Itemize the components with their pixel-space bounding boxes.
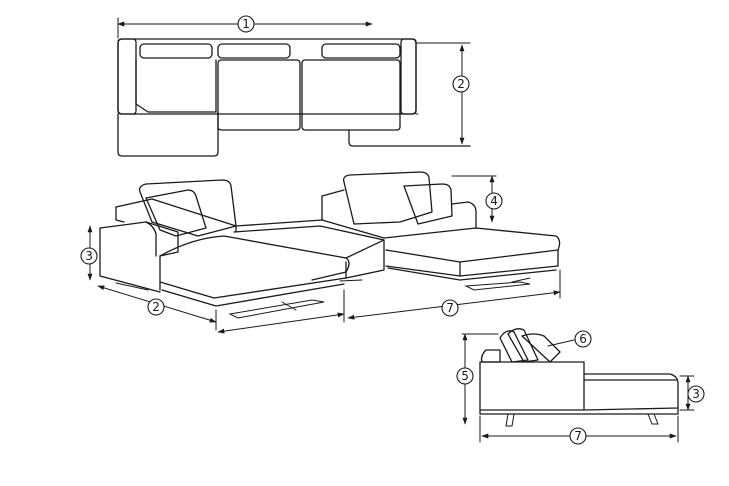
svg-text:3: 3 [85,249,93,263]
callout-side-seat-height: 3 [687,385,705,403]
callout-top-depth: 2 [452,75,470,93]
callout-chaise-length: 7 [441,299,459,317]
svg-text:6: 6 [579,332,587,346]
callout-side-length: 7 [569,427,587,445]
callout-pillow-height: 4 [485,192,503,210]
svg-text:2: 2 [457,77,465,91]
callout-top-width: 1 [237,15,255,33]
perspective-view [87,171,561,334]
svg-text:3: 3 [692,387,700,401]
svg-text:1: 1 [242,17,250,31]
callout-arm-height: 3 [80,247,98,265]
callout-pillow: 6 [574,330,592,348]
svg-text:4: 4 [490,194,498,208]
callout-front-depth: 2 [147,298,165,316]
top-view [117,17,471,157]
svg-text:7: 7 [574,429,582,443]
callout-side-height: 5 [456,367,474,385]
svg-text:5: 5 [461,369,469,383]
svg-text:7: 7 [446,301,454,315]
svg-text:2: 2 [152,300,160,314]
